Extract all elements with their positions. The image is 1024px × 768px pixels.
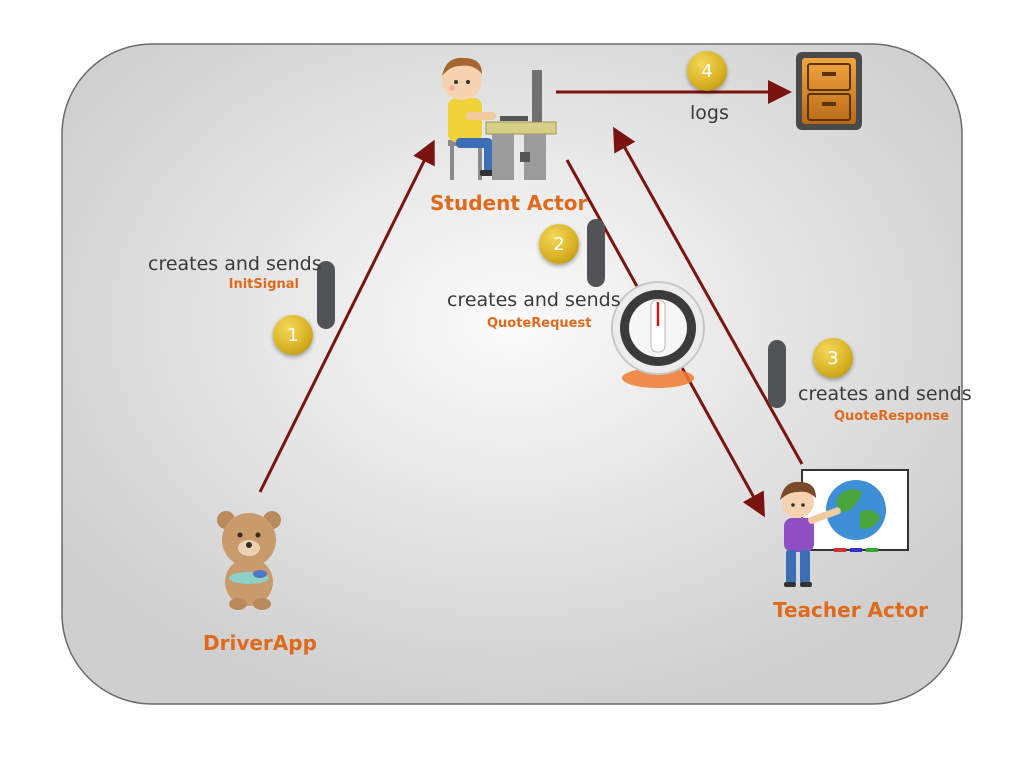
- driverapp-label: DriverApp: [203, 631, 317, 655]
- step-3-badge: 3: [813, 338, 853, 378]
- stopwatch-timer-icon: [611, 281, 705, 388]
- teacher-actor-label: Teacher Actor: [773, 598, 929, 622]
- message-quoteresponse-pill: [768, 340, 786, 408]
- step-1-message-label: InitSignal: [228, 277, 299, 292]
- student-actor-label: Student Actor: [430, 191, 588, 215]
- step-2-message-label: QuoteRequest: [487, 316, 592, 331]
- step-4-badge: 4: [687, 51, 727, 91]
- step-1-badge: 1: [273, 315, 313, 355]
- message-quoterequest-pill: [587, 219, 605, 287]
- message-initsignal-pill: [317, 261, 335, 329]
- step-3-message-label: QuoteResponse: [834, 409, 949, 424]
- step-1-action-label: creates and sends: [148, 253, 322, 275]
- diagram-panel: [61, 43, 963, 705]
- step-2-action-label: creates and sends: [447, 289, 621, 311]
- file-cabinet-icon: [796, 52, 862, 130]
- student-at-computer-icon: [442, 57, 557, 180]
- arrow-teacher-to-student: [613, 126, 804, 465]
- teddy-bear-icon: [217, 511, 281, 610]
- step-3-action-label: creates and sends: [798, 383, 972, 405]
- step-2-badge: 2: [539, 224, 579, 264]
- arrow-driver-to-student: [258, 139, 435, 493]
- teacher-with-globe-icon: [780, 469, 909, 587]
- step-4-action-label: logs: [690, 102, 729, 124]
